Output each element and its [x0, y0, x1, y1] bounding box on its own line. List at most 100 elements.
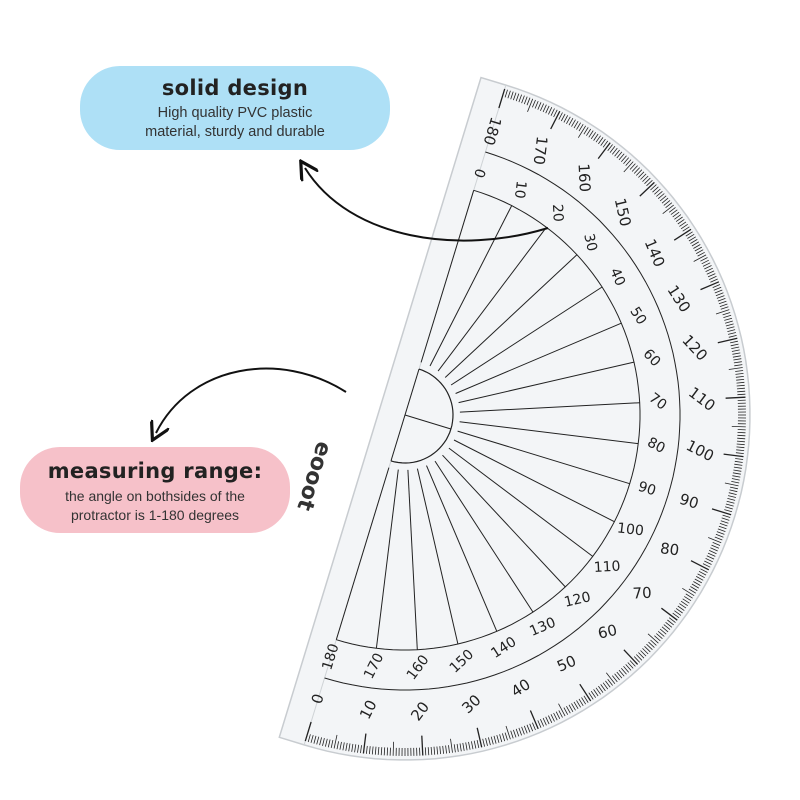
inner-scale-label: 110 — [593, 559, 621, 576]
scale-tick — [642, 648, 649, 655]
scale-tick — [694, 246, 702, 252]
scale-tick — [573, 701, 579, 710]
scale-tick — [680, 600, 688, 607]
scale-tick — [722, 312, 731, 316]
inner-scale-label: 30 — [580, 232, 600, 253]
outer-scale-label: 150 — [611, 196, 635, 228]
scale-tick — [578, 123, 584, 132]
scale-tick — [679, 221, 687, 227]
callout-range-line1: the angle on bothsides of the — [65, 488, 245, 504]
scale-tick — [715, 533, 724, 538]
scale-tick — [732, 355, 741, 358]
scale-tick — [542, 104, 547, 113]
radial-line — [458, 361, 635, 404]
scale-tick — [728, 495, 736, 498]
scale-tick — [709, 275, 717, 280]
scale-tick — [728, 367, 743, 370]
scale-tick — [714, 289, 723, 294]
scale-tick — [680, 223, 688, 230]
scale-tick — [663, 200, 671, 206]
scale-tick — [688, 236, 697, 242]
scale-tick — [639, 181, 655, 197]
scale-tick — [657, 630, 665, 637]
scale-tick — [682, 598, 690, 604]
scale-tick — [476, 727, 483, 748]
scale-tick — [515, 728, 520, 737]
scale-tick — [493, 735, 497, 744]
scale-tick — [629, 163, 636, 170]
scale-tick — [736, 443, 745, 446]
scale-tick — [510, 730, 514, 739]
scale-tick — [696, 249, 704, 254]
scale-tick — [735, 452, 744, 454]
scale-tick — [677, 605, 685, 611]
scale-tick — [571, 703, 576, 711]
scale-tick — [555, 711, 561, 719]
scale-tick — [631, 165, 638, 172]
scale-tick — [330, 740, 334, 748]
scale-tick — [369, 746, 371, 755]
scale-tick — [710, 547, 718, 552]
scale-tick — [717, 298, 726, 302]
scale-tick — [731, 349, 740, 352]
scale-tick — [705, 267, 713, 272]
scale-tick — [736, 387, 745, 390]
scale-tick — [719, 523, 728, 527]
scale-tick — [659, 628, 667, 635]
scale-tick — [366, 745, 368, 754]
scale-tick — [693, 244, 701, 249]
radial-line — [448, 447, 594, 557]
scale-tick — [733, 358, 742, 361]
inner-scale-label: 90 — [636, 479, 658, 500]
scale-tick — [436, 746, 439, 755]
scale-tick — [667, 619, 674, 626]
scale-tick — [644, 177, 651, 184]
scale-tick — [590, 690, 597, 698]
scale-tick — [568, 704, 574, 712]
scale-tick — [602, 140, 609, 148]
scale-tick — [714, 536, 723, 541]
scale-tick — [550, 108, 555, 116]
scale-tick — [677, 219, 685, 225]
scale-tick — [545, 716, 550, 725]
scale-tick — [727, 329, 736, 332]
scale-tick — [715, 292, 724, 297]
scale-tick — [730, 340, 738, 344]
scale-tick — [732, 472, 741, 475]
scale-tick — [650, 184, 657, 191]
scale-tick — [690, 239, 698, 244]
arrow-to-measuring-range — [156, 367, 347, 433]
scale-tick — [473, 740, 477, 749]
scale-tick — [593, 133, 599, 141]
scale-tick — [542, 717, 547, 726]
scale-tick — [456, 743, 459, 752]
scale-tick — [674, 610, 682, 616]
scale-tick — [718, 525, 727, 530]
scale-tick — [700, 257, 708, 262]
scale-tick — [602, 682, 609, 690]
scale-tick — [618, 669, 625, 677]
scale-tick — [720, 306, 729, 310]
scale-tick — [704, 560, 712, 565]
scale-tick — [540, 103, 545, 111]
scale-tick — [718, 300, 727, 305]
scale-tick — [476, 740, 480, 748]
scale-tick — [548, 107, 553, 115]
scale-tick — [523, 96, 528, 105]
radial-line — [437, 226, 547, 372]
inner-scale-label: 40 — [606, 266, 628, 289]
scale-tick — [700, 281, 720, 291]
scale-tick — [392, 741, 394, 756]
scale-tick — [623, 161, 634, 173]
scale-tick — [732, 352, 741, 355]
scale-tick — [640, 650, 647, 657]
scale-tick — [540, 719, 545, 727]
scale-tick — [706, 555, 715, 560]
scale-tick — [534, 100, 539, 109]
scale-tick — [724, 320, 733, 324]
scale-tick — [719, 303, 728, 307]
radial-line — [335, 467, 390, 640]
scale-tick — [652, 186, 659, 193]
scale-tick — [712, 542, 721, 546]
